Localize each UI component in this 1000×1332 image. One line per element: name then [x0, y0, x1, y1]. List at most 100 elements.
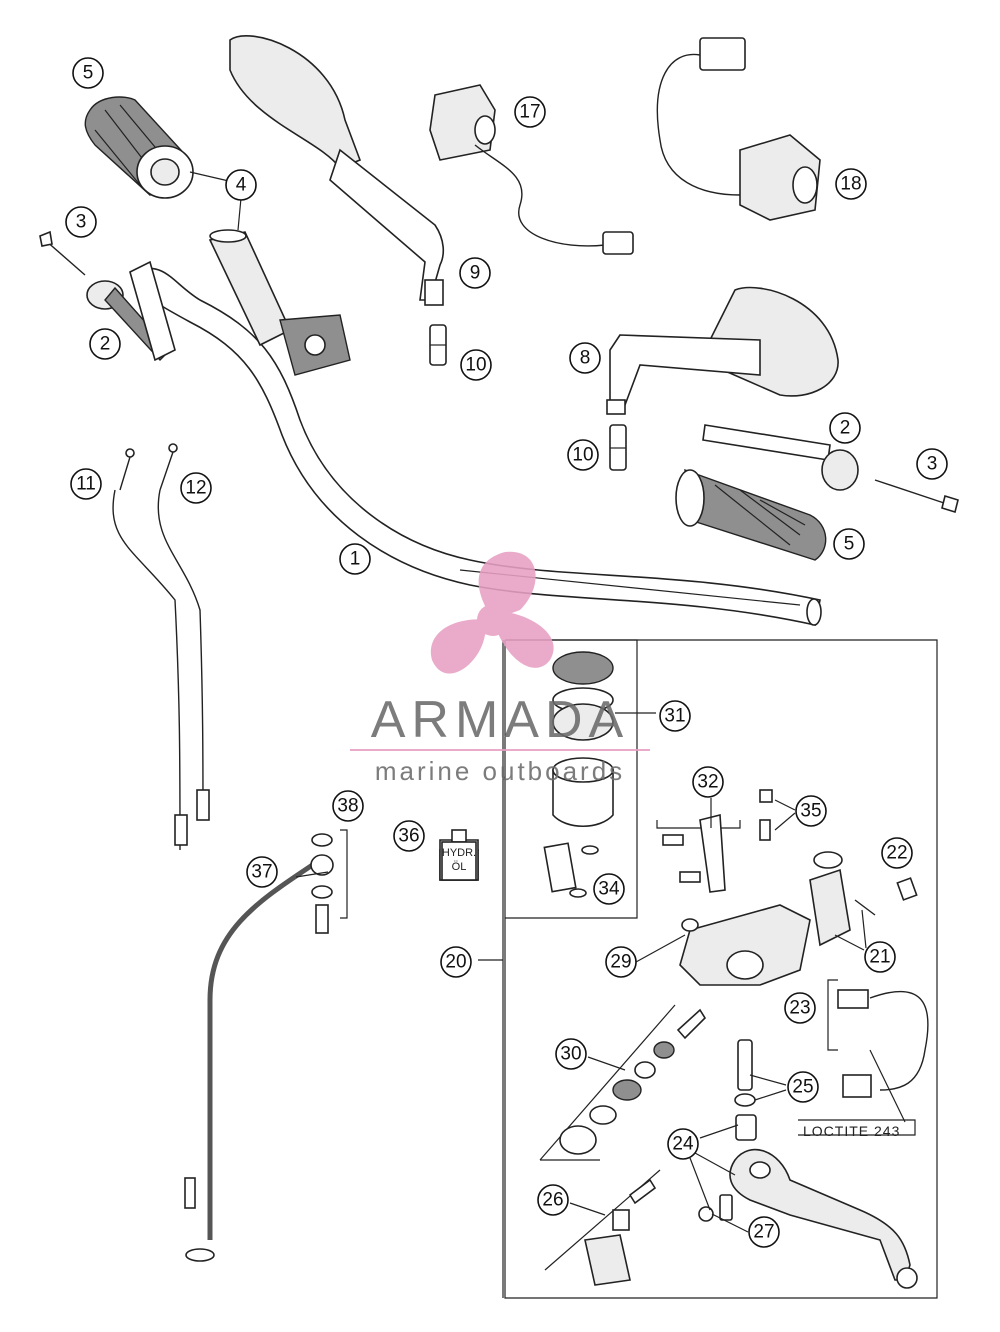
master-cylinder: [679, 851, 851, 986]
watermark-tagline: marine outboards: [375, 756, 625, 786]
callout-21: 21: [864, 941, 896, 973]
mirror-adapter-left: [429, 324, 447, 366]
callout-10-left: 10: [460, 349, 492, 381]
svg-text:36: 36: [398, 826, 419, 847]
callout-29: 29: [605, 946, 637, 978]
callout-38: 38: [332, 790, 364, 822]
svg-text:10: 10: [465, 355, 486, 376]
callout-1: 1: [339, 543, 371, 575]
loctite-note: LOCTITE 243: [798, 1049, 916, 1139]
bar-end-left: [39, 230, 176, 362]
grip-right: [675, 468, 827, 561]
callout-36: 36: [393, 820, 425, 852]
small-hardware: [656, 789, 918, 916]
svg-text:38: 38: [337, 796, 358, 817]
throttle-tube: [208, 229, 351, 376]
mirror-left: [229, 35, 445, 306]
callout-17: 17: [514, 96, 546, 128]
bottle-label-line2: ÖL: [452, 861, 467, 873]
banjo-washers-bolt: [310, 829, 348, 934]
assembly-box-outlines: [504, 639, 938, 1299]
callout-3-left: 3: [65, 206, 97, 238]
svg-text:21: 21: [869, 947, 890, 968]
svg-text:37: 37: [251, 862, 272, 883]
svg-text:32: 32: [697, 772, 718, 793]
svg-text:29: 29: [610, 952, 631, 973]
svg-text:12: 12: [185, 478, 206, 499]
grip-left: [84, 96, 194, 199]
callout-37: 37: [246, 856, 278, 888]
callout-34: 34: [593, 873, 625, 905]
brake-switch: [827, 979, 929, 1098]
svg-text:4: 4: [236, 175, 247, 196]
callout-9: 9: [459, 257, 491, 289]
callout-30: 30: [555, 1038, 587, 1070]
svg-text:10: 10: [572, 445, 593, 466]
svg-text:3: 3: [76, 212, 87, 233]
bottle-label-line1: HYDR.: [442, 847, 476, 859]
callout-3-right: 3: [916, 448, 948, 480]
callouts: 5 4 3 2 1 9 10 17 18 8 10 2 3 5 11 12 31…: [65, 57, 948, 1248]
callout-22: 22: [881, 837, 913, 869]
callout-18: 18: [835, 168, 867, 200]
callout-5-left: 5: [72, 57, 104, 89]
svg-text:35: 35: [800, 801, 821, 822]
callout-8: 8: [569, 342, 601, 374]
svg-text:2: 2: [100, 334, 111, 355]
lever-pivot-parts: [734, 1039, 757, 1141]
svg-text:1: 1: [350, 549, 361, 570]
loctite-label: LOCTITE 243: [803, 1123, 900, 1139]
reservoir-assembly: [543, 651, 614, 898]
svg-text:30: 30: [560, 1044, 581, 1065]
svg-text:2: 2: [840, 418, 851, 439]
svg-text:9: 9: [470, 263, 481, 284]
svg-text:22: 22: [886, 843, 907, 864]
lever-adjuster: [544, 1169, 661, 1286]
switch-right: [656, 37, 821, 221]
callout-11: 11: [70, 468, 102, 500]
svg-text:3: 3: [927, 454, 938, 475]
callout-32: 32: [692, 766, 724, 798]
callout-20: 20: [440, 946, 472, 978]
callout-5-right: 5: [833, 528, 865, 560]
svg-text:25: 25: [792, 1077, 813, 1098]
switch-left: [429, 84, 634, 255]
brake-line: [184, 857, 322, 1262]
svg-text:5: 5: [844, 534, 855, 555]
throttle-cables: [112, 443, 210, 851]
brake-fluid-bottle: HYDR. ÖL: [439, 829, 479, 881]
svg-text:34: 34: [598, 879, 620, 900]
svg-text:26: 26: [542, 1190, 563, 1211]
callout-23: 23: [784, 992, 816, 1024]
svg-text:8: 8: [580, 348, 591, 369]
callout-26: 26: [537, 1184, 569, 1216]
watermark-brand: ARMADA: [371, 691, 629, 749]
mirror-adapter-right: [609, 424, 627, 471]
svg-text:17: 17: [519, 102, 540, 123]
callout-4: 4: [225, 169, 257, 201]
callout-10-right: 10: [567, 439, 599, 471]
svg-text:11: 11: [76, 474, 96, 495]
propeller-logo-icon: [430, 551, 554, 674]
handlebar: [139, 267, 822, 626]
callout-2-right: 2: [829, 412, 861, 444]
callout-25: 25: [787, 1071, 819, 1103]
svg-text:5: 5: [83, 63, 94, 84]
callout-12: 12: [180, 472, 212, 504]
callout-35: 35: [795, 795, 827, 827]
svg-text:18: 18: [840, 174, 861, 195]
piston-kit: [539, 1004, 707, 1161]
callout-27: 27: [748, 1216, 780, 1248]
svg-text:24: 24: [672, 1134, 694, 1155]
svg-text:31: 31: [664, 706, 685, 727]
svg-text:27: 27: [753, 1222, 774, 1243]
svg-text:23: 23: [789, 998, 810, 1019]
callout-2-left: 2: [89, 328, 121, 360]
armada-watermark: ARMADA marine outboards: [350, 551, 650, 786]
mirror-right: [606, 286, 839, 415]
callout-24: 24: [667, 1128, 699, 1160]
callout-31: 31: [659, 700, 691, 732]
bar-end-right: [702, 424, 959, 514]
svg-text:20: 20: [445, 952, 466, 973]
